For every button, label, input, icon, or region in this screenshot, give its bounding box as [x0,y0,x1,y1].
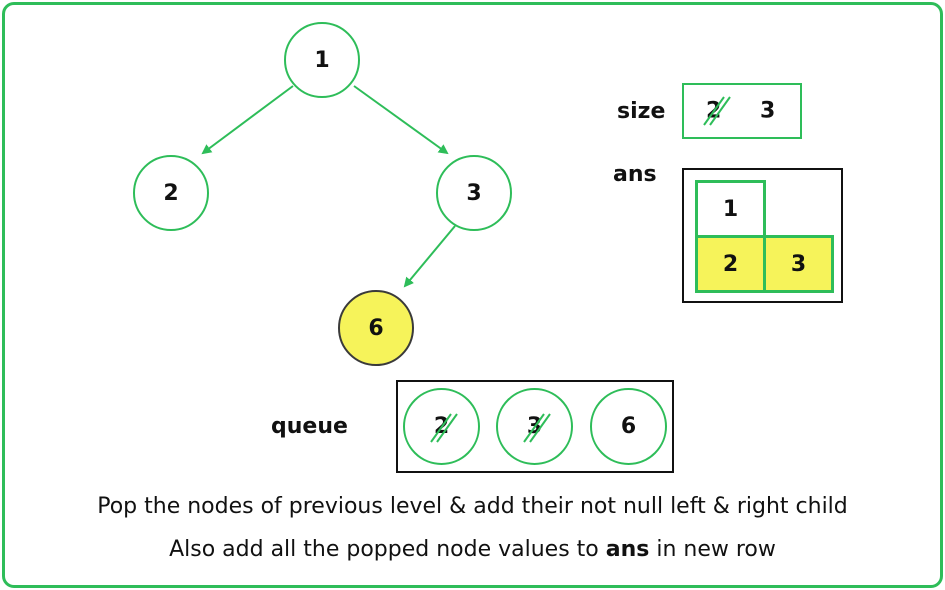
ans-row2-cell2: 3 [763,235,834,293]
queue-item-3: 3 [496,388,573,465]
ans-row2-cell2-value: 3 [790,251,807,277]
tree-node-3: 3 [436,155,512,231]
ans-label: ans [613,162,657,187]
ans-row1-cell1-value: 1 [722,196,739,222]
tree-node-6-value: 6 [368,315,384,341]
edge-1-3 [353,85,449,155]
tree-node-2: 2 [133,155,209,231]
queue-box: 2 3 6 [396,380,674,473]
ans-box: 1 2 3 [682,168,843,303]
tree-node-2-value: 2 [163,180,179,206]
size-label: size [617,99,666,124]
caption-line-1: Pop the nodes of previous level & add th… [97,494,848,519]
tree-node-6: 6 [338,290,414,366]
tree-node-1-value: 1 [314,47,330,73]
caption-line-2: Also add all the popped node values to a… [0,537,945,562]
tree-node-3-value: 3 [466,180,482,206]
ans-row2-cell1-value: 2 [722,251,739,277]
caption-line-2-suffix: in new row [649,537,776,562]
edge-1-2 [201,85,294,155]
ans-row2-cell1: 2 [695,235,766,293]
caption-line-2-prefix: Also add all the popped node values to [169,537,606,562]
queue-item-2-value: 2 [433,414,450,439]
queue-item-2: 2 [403,388,480,465]
size-old-value: 2 [706,98,722,124]
caption-line-2-bold: ans [605,537,650,562]
size-box: 2 3 [682,83,802,139]
tree-node-1: 1 [284,22,360,98]
queue-item-3-value: 3 [526,414,543,439]
size-new-value: 3 [760,98,776,124]
ans-row1-cell1: 1 [695,180,766,238]
edge-3-6 [403,225,456,288]
queue-item-6-value: 6 [620,414,637,439]
queue-label: queue [271,414,348,439]
queue-item-6: 6 [590,388,667,465]
